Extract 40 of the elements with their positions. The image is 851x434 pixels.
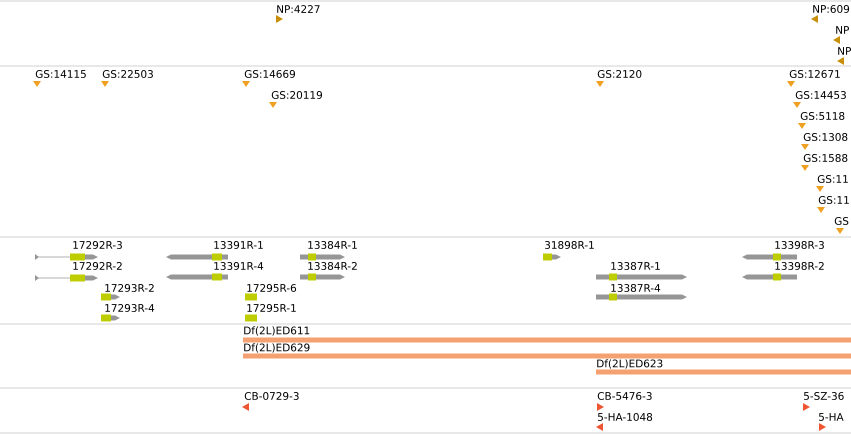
- feature-label: GS:11: [818, 196, 849, 204]
- feature-label: 13391R-4: [214, 262, 264, 270]
- feature-label: GS:20119: [272, 91, 322, 99]
- feature-label: 31898R-1: [545, 241, 594, 249]
- feature-label: NP: [838, 47, 851, 55]
- feature-label: GS:12671: [790, 70, 840, 78]
- feature-label: GS:14115: [36, 70, 86, 78]
- feature-label: 17292R-2: [73, 262, 122, 270]
- feature-label: 5-HA-1048: [598, 413, 652, 421]
- feature-label: GS:22503: [102, 70, 153, 78]
- feature-label: GS:1308: [804, 133, 848, 141]
- feature-label: CB-0729-3: [244, 392, 299, 400]
- feature-label: GS:1588: [804, 154, 848, 162]
- feature-label: NP:4227: [277, 5, 320, 13]
- feature-label: 5-HA: [819, 413, 844, 421]
- feature-label: 17293R-2: [105, 284, 154, 292]
- feature-label: 5-SZ-36: [804, 392, 844, 400]
- feature-label: Df(2L)ED629: [244, 343, 310, 353]
- feature-label: GS:11: [818, 175, 848, 183]
- feature-label: GS:5118: [800, 112, 844, 120]
- feature-label: GS:14669: [244, 70, 296, 78]
- feature-label: 13398R-2: [775, 262, 824, 270]
- feature-label: 13384R-2: [308, 262, 357, 270]
- feature-label: Df(2L)ED611: [244, 326, 310, 336]
- feature-label: 17293R-4: [105, 304, 154, 312]
- feature-label: 17292R-3: [73, 241, 122, 249]
- feature-label: CB-5476-3: [598, 392, 652, 400]
- feature-label: GS:2120: [598, 70, 642, 78]
- feature-label: NP:609: [813, 5, 850, 13]
- feature-label: NP: [836, 26, 849, 34]
- feature-label: 17295R-6: [247, 284, 296, 292]
- feature-label: 17295R-1: [247, 304, 296, 312]
- feature-label: GS:14453: [796, 91, 846, 99]
- feature-label: 13387R-1: [611, 262, 660, 270]
- feature-label: 13391R-1: [214, 241, 263, 249]
- feature-label: 13398R-3: [775, 241, 824, 249]
- feature-label: Df(2L)ED623: [597, 359, 662, 369]
- feature-label: GS: [834, 217, 848, 225]
- feature-label: 13384R-1: [308, 241, 357, 249]
- feature-label: 13387R-4: [611, 284, 660, 292]
